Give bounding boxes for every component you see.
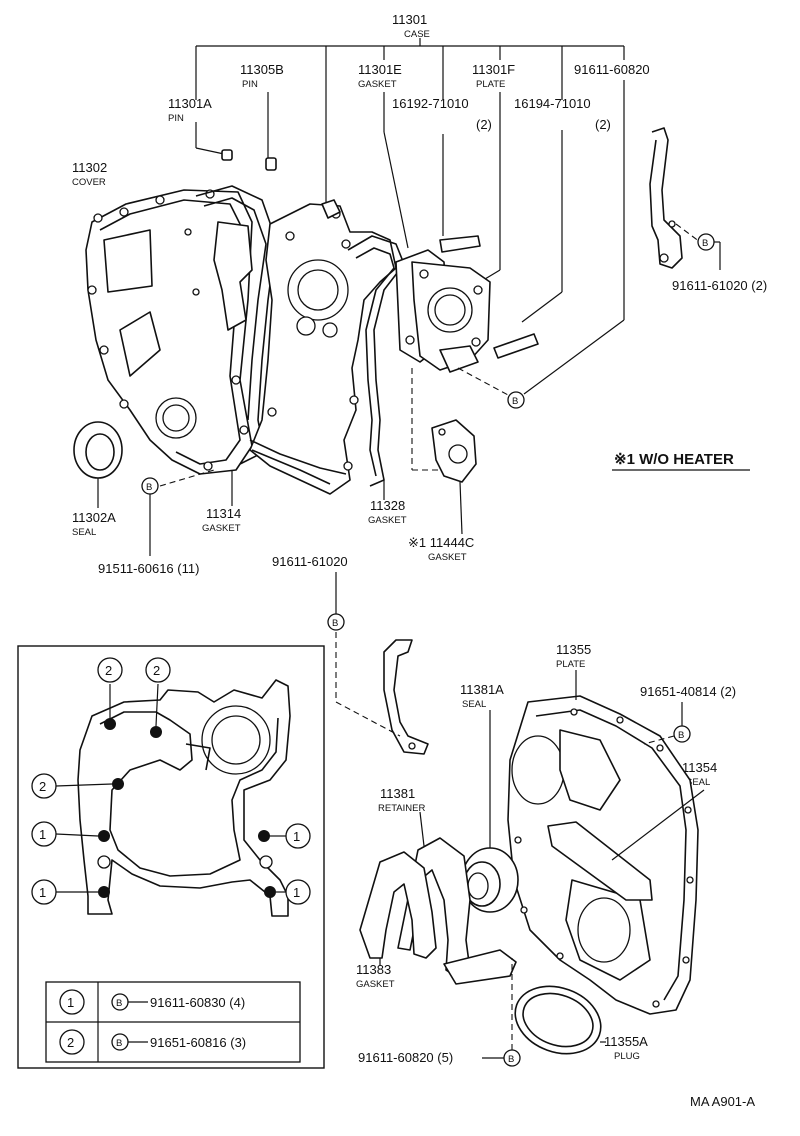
bolt-60820-5-part-number: 91611-60820 (5) — [358, 1050, 453, 1065]
plug-11355a — [514, 985, 606, 1055]
gasket-11383-part-name: GASKET — [356, 979, 395, 990]
svg-text:1: 1 — [67, 995, 74, 1010]
legend-part-1: 91611-60830 (4) — [150, 995, 245, 1010]
bolt-symbol-60820-top: B — [507, 391, 525, 409]
marker-1: 1 — [293, 829, 300, 844]
plate-11355-part-number: 11355 — [556, 642, 591, 657]
middle-labels: 91611-61020 (2) ※1 W/O HEATER 11302A SEA… — [72, 278, 767, 576]
seal-11354-part-name: SEAL — [686, 777, 710, 788]
plate-11355-part-name: PLATE — [556, 659, 585, 670]
gasket-leaders-bottom — [231, 470, 385, 506]
timing-case — [249, 199, 397, 495]
stud-16192 — [439, 235, 481, 253]
gasket-11444c-part-number: ※1 11444C — [408, 535, 474, 550]
pin-b-part-number: 11305B — [240, 62, 284, 77]
stud-16192-part-number: 16192-71010 — [392, 96, 469, 111]
retainer-gasket-11383 — [359, 851, 437, 966]
gasket-e-part-name: GASKET — [358, 79, 397, 90]
svg-text:B: B — [332, 618, 338, 629]
seal-11302a-part-number: 11302A — [72, 510, 116, 525]
seal-11302a-part-name: SEAL — [72, 527, 96, 538]
rear-end-plate — [507, 670, 699, 1015]
stud-16192-qty: (2) — [476, 117, 492, 132]
gasket-11314-part-number: 11314 — [206, 506, 241, 521]
inset-legend-table: 1 B 91611-60830 (4) 2 B 91651-60816 (3) — [45, 981, 301, 1063]
retainer-11381-part-number: 11381 — [380, 786, 415, 801]
svg-text:B: B — [702, 238, 708, 249]
diagram-code: MA A901-A — [690, 1094, 755, 1109]
marker-2: 2 — [153, 663, 160, 678]
lower-labels: 11355 PLATE 11381A SEAL 91651-40814 (2) … — [356, 642, 755, 1109]
oil-seal-11381a — [461, 710, 519, 913]
svg-text:2: 2 — [67, 1035, 74, 1050]
pin-a-part-number: 11301A — [168, 96, 212, 111]
legend-row-1: 1 B 91611-60830 (4) — [59, 989, 245, 1015]
case-part-name: CASE — [404, 29, 430, 40]
bolt-60820-part-number: 91611-60820 — [574, 62, 650, 77]
pin-b-part-name: PIN — [242, 79, 258, 90]
marker-1: 1 — [39, 827, 46, 842]
gasket-11444c — [431, 419, 477, 535]
bolt-symbol-60820-bottom: B — [482, 958, 521, 1067]
heater-bracket — [649, 127, 701, 269]
gasket-11328-part-number: 11328 — [370, 498, 405, 513]
bolt-symbol-61020-top: B — [697, 233, 721, 270]
svg-text:B: B — [508, 1054, 514, 1065]
pin-11301a — [221, 149, 233, 161]
inset-markers: 2 2 2 1 1 1 1 — [31, 657, 311, 905]
svg-text:B: B — [512, 396, 518, 407]
bolt-symbol-40814: B — [643, 702, 691, 745]
seal-11354-part-number: 11354 — [682, 760, 717, 775]
plate-f-part-number: 11301F — [472, 62, 515, 77]
gasket-11444c-part-name: GASKET — [428, 552, 467, 563]
case-part-number: 11301 — [392, 12, 427, 27]
case-dashed-leaders — [159, 367, 511, 487]
plate-f-part-name: PLATE — [476, 79, 505, 90]
plug-11355a-part-name: PLUG — [614, 1051, 640, 1062]
svg-text:B: B — [116, 998, 122, 1009]
gasket-11328-part-name: GASKET — [368, 515, 407, 526]
seal-11381a-part-name: SEAL — [462, 699, 486, 710]
heater-note: ※1 W/O HEATER — [614, 451, 734, 468]
top-labels: 11301 CASE 11305B PIN 11301E GASKET 1130… — [72, 12, 650, 188]
seal-11354 — [547, 789, 705, 901]
marker-2: 2 — [39, 779, 46, 794]
bolt-40814-part-number: 91651-40814 (2) — [640, 684, 736, 699]
case-leader-bracket — [195, 38, 625, 395]
bolt-symbol-61020-mid: B — [327, 572, 401, 737]
cover-part-number: 11302 — [72, 160, 107, 175]
marker-1: 1 — [39, 885, 46, 900]
pin-11305b — [265, 157, 277, 171]
oil-seal-11302a — [73, 421, 123, 508]
marker-2: 2 — [105, 663, 112, 678]
inset-panel — [17, 645, 325, 1069]
bolt-61020-part-number: 91611-61020 — [272, 554, 348, 569]
svg-text:B: B — [678, 730, 684, 741]
water-pump-plate — [395, 249, 491, 373]
seal-11381a-part-number: 11381A — [460, 682, 504, 697]
stud-16194-qty: (2) — [595, 117, 611, 132]
legend-part-2: 91651-60816 (3) — [150, 1035, 246, 1050]
bolt-symbol-60616: B — [141, 477, 159, 556]
bolt-61020-qty-part-number: 91611-61020 (2) — [672, 278, 767, 293]
stud-16194 — [493, 333, 539, 359]
pin-a-part-name: PIN — [168, 113, 184, 124]
legend-row-2: 2 B 91651-60816 (3) — [59, 1029, 246, 1055]
svg-text:B: B — [146, 482, 152, 493]
marker-1: 1 — [293, 885, 300, 900]
gasket-e-part-number: 11301E — [358, 62, 402, 77]
plug-11355a-part-number: 11355A — [604, 1034, 648, 1049]
gasket-11314-part-name: GASKET — [202, 523, 241, 534]
bolt-60616-part-number: 91511-60616 (11) — [98, 561, 199, 576]
gasket-11383-part-number: 11383 — [356, 962, 391, 977]
heater-bracket-lower — [383, 639, 429, 755]
case-gasket-11328 — [347, 235, 405, 487]
cover-part-name: COVER — [72, 177, 106, 188]
svg-text:B: B — [116, 1038, 122, 1049]
timing-cover — [85, 189, 253, 475]
retainer-11381-part-name: RETAINER — [378, 803, 425, 814]
stud-16194-part-number: 16194-71010 — [514, 96, 591, 111]
